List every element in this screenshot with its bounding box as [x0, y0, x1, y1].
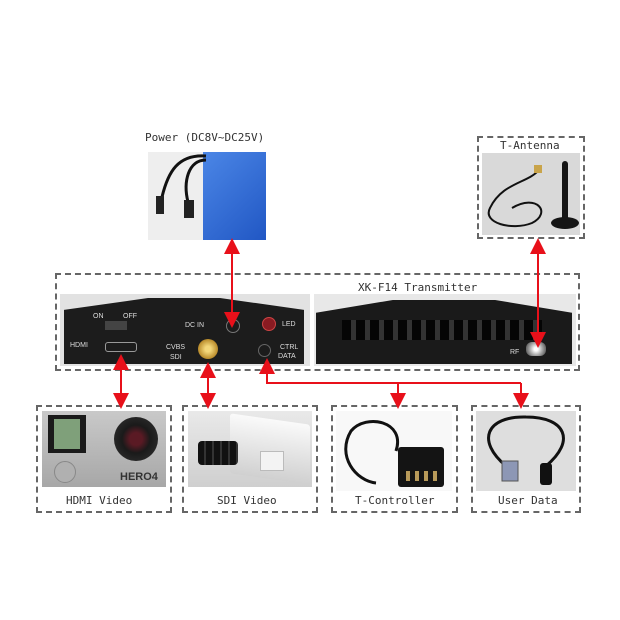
controller-body — [398, 447, 444, 487]
rf-connector — [526, 342, 546, 356]
t-controller-photo — [336, 411, 452, 491]
controller-cable-icon — [344, 420, 400, 485]
box-camera-body — [230, 413, 310, 485]
box-camera-connector — [260, 451, 284, 471]
sdi-connector — [198, 339, 218, 359]
led-label: LED — [282, 321, 296, 328]
off-label: OFF — [123, 313, 137, 320]
camera-lens — [114, 417, 158, 461]
user-data-label: User Data — [498, 494, 558, 507]
on-label: ON — [93, 313, 104, 320]
sdi-camera-photo — [188, 411, 312, 487]
heatsink-fins — [342, 320, 542, 340]
rf-label: RF — [510, 349, 520, 356]
led-indicator — [262, 317, 276, 331]
antenna-label: T-Antenna — [500, 139, 560, 152]
transmitter-label: XK-F14 Transmitter — [358, 281, 478, 294]
data-cable-icon — [487, 415, 565, 485]
hdmi-video-box — [36, 405, 172, 513]
power-cable-icon — [156, 154, 207, 218]
antenna-photo — [482, 153, 580, 235]
cvbs-label: CVBS — [166, 344, 186, 351]
t-controller-label: T-Controller — [355, 494, 435, 507]
sdi-video-label: SDI Video — [217, 494, 277, 507]
power-switch[interactable] — [105, 321, 127, 330]
antenna-icon — [487, 161, 579, 229]
hdmi-camera-photo: HERO4 — [42, 411, 166, 487]
transmitter-front-photo: ON OFF HDMI DC IN LED CVBS SDI CTRL DATA — [60, 294, 310, 366]
sdi-label: SDI — [170, 354, 182, 361]
hdmi-video-label: HDMI Video — [66, 494, 133, 507]
ctrl-label: CTRL — [280, 344, 299, 351]
battery-pack — [203, 152, 266, 240]
camera-button — [54, 461, 76, 483]
box-camera-lens — [198, 441, 238, 465]
data-label: DATA — [278, 353, 296, 360]
camera-brand: HERO4 — [120, 471, 158, 483]
dc-in-port — [226, 319, 240, 333]
controller-buttons — [406, 471, 438, 481]
ctrl-port — [258, 344, 271, 357]
hdmi-label: HDMI — [70, 342, 88, 349]
dc-in-label: DC IN — [185, 322, 205, 329]
power-label: Power (DC8V~DC25V) — [145, 131, 265, 144]
power-battery-photo — [148, 152, 266, 240]
transmitter-rear-photo: RF — [314, 294, 576, 366]
camera-lcd-screen — [54, 419, 80, 449]
user-data-photo — [476, 411, 576, 491]
sdi-video-box — [182, 405, 318, 513]
hdmi-port — [105, 342, 137, 352]
